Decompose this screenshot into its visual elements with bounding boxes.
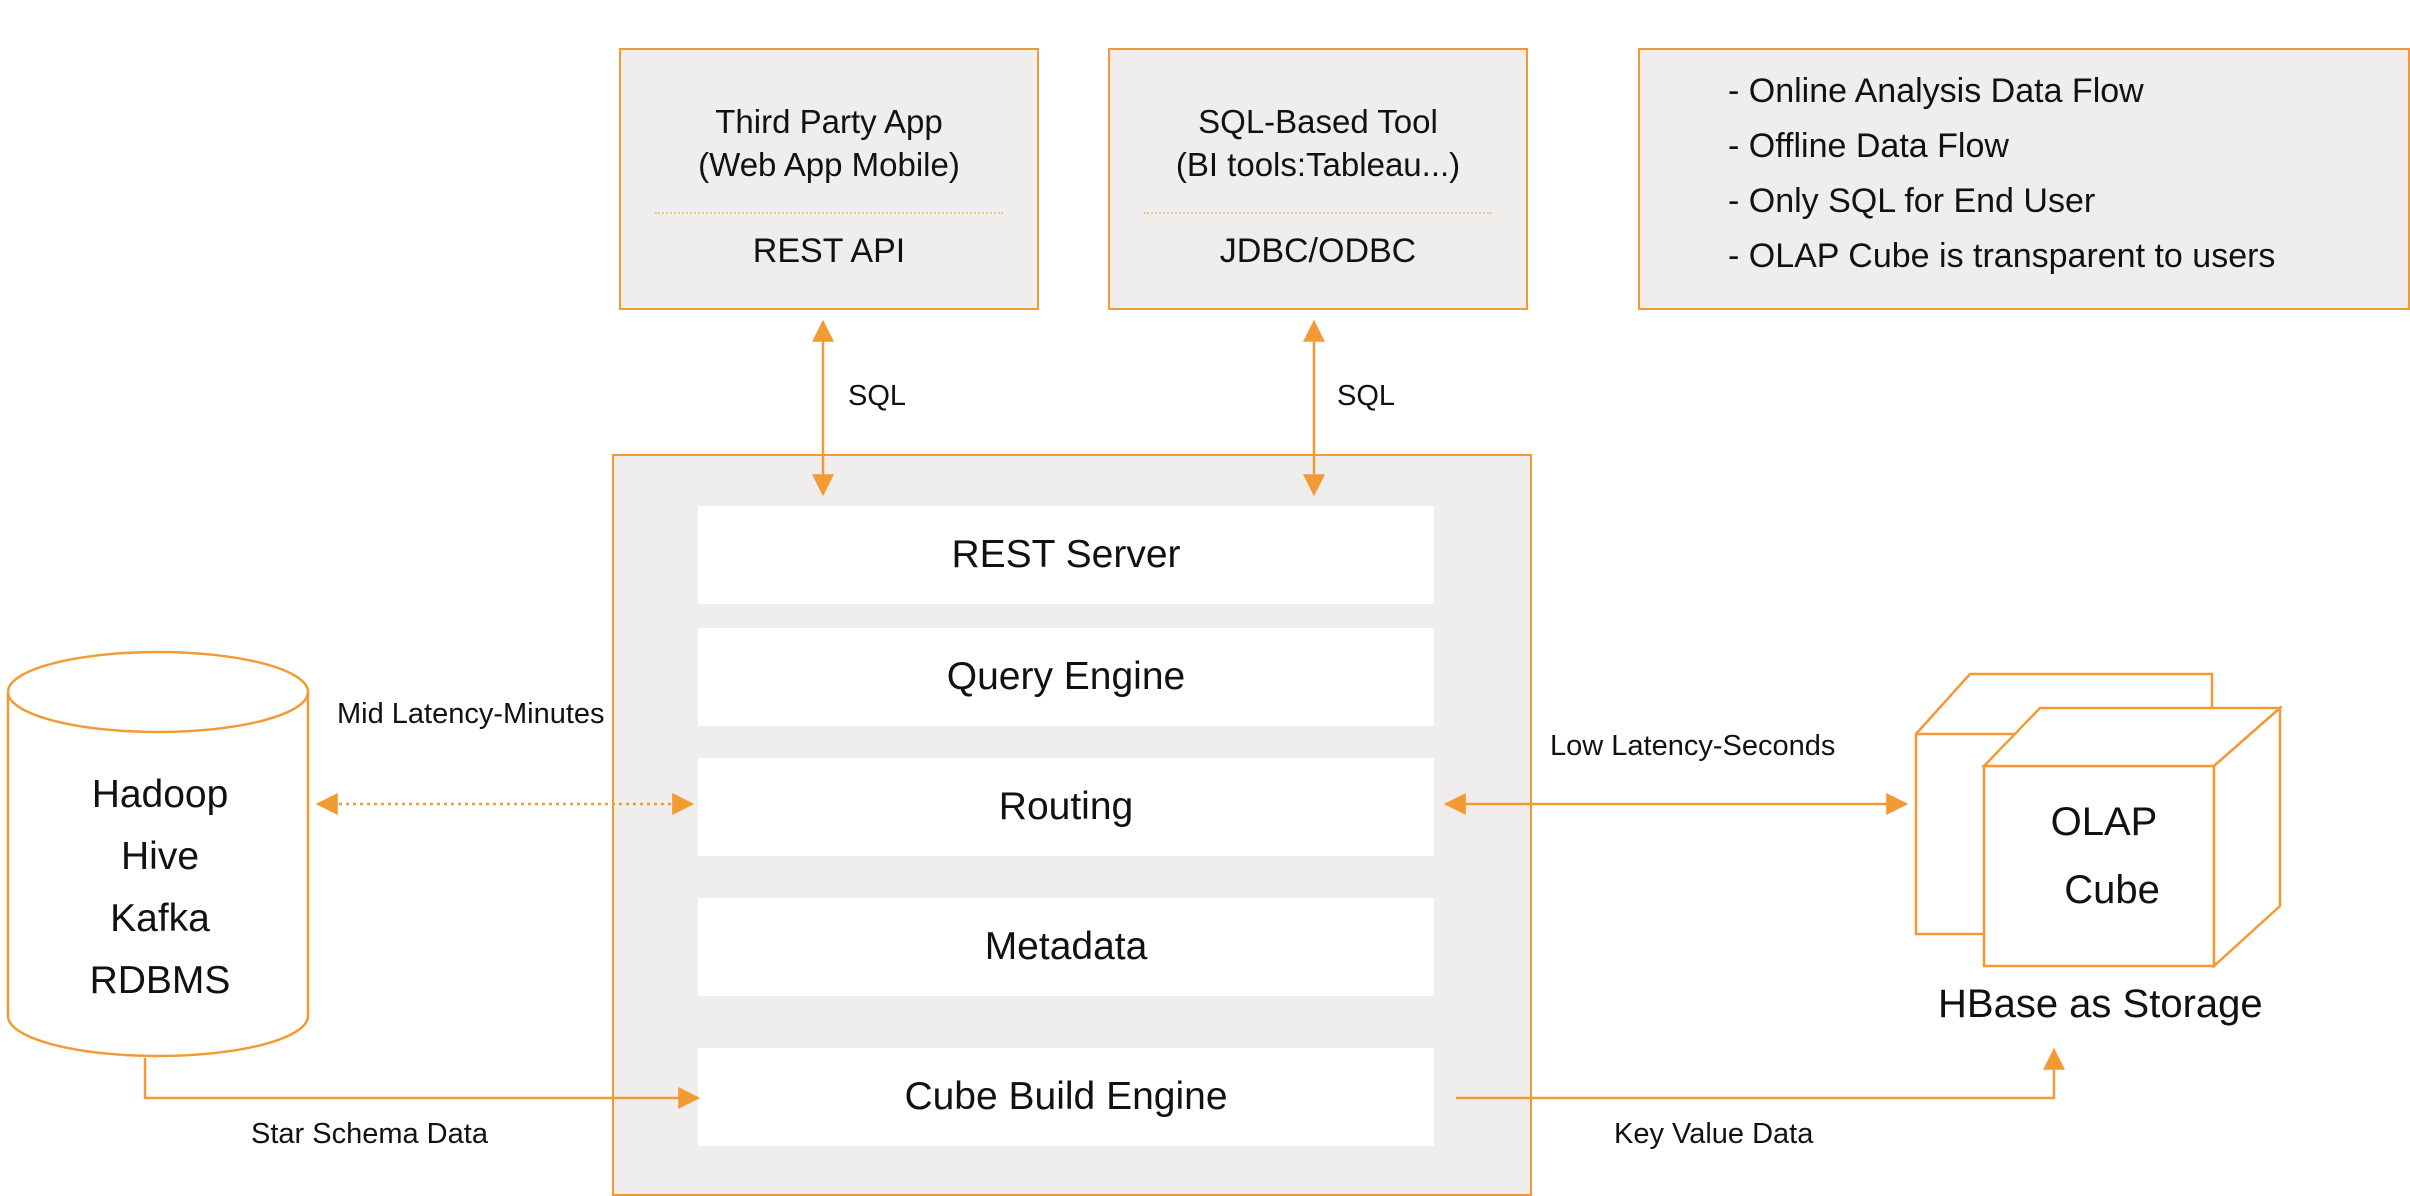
sql-based-tool-title-line1: SQL-Based Tool bbox=[1198, 103, 1438, 140]
star-schema-arrow bbox=[143, 1058, 701, 1109]
rest-api-label: REST API bbox=[752, 232, 906, 270]
low-latency-label: Low Latency-Seconds bbox=[1550, 730, 1836, 762]
key-value-label: Key Value Data bbox=[1614, 1118, 1814, 1150]
third-party-app-separator bbox=[655, 212, 1003, 214]
layer-routing: Routing bbox=[698, 758, 1434, 856]
source-hadoop: Hadoop bbox=[91, 773, 229, 816]
sql-based-tool-title: SQL-Based Tool (BI tools:Tableau...) bbox=[1110, 100, 1526, 186]
legend-box: - Online Analysis Data Flow - Offline Da… bbox=[1638, 48, 2410, 310]
sql-label-right: SQL bbox=[1337, 380, 1396, 412]
olap-cube-front bbox=[1981, 705, 2284, 969]
data-source-cylinder bbox=[6, 650, 310, 1058]
sql-label-left: SQL bbox=[848, 380, 907, 412]
legend-item-offline-flow: - Offline Data Flow bbox=[1728, 127, 2009, 165]
layer-query-engine: Query Engine bbox=[698, 628, 1434, 726]
legend-item-sql-only: - Only SQL for End User bbox=[1728, 182, 2096, 220]
third-party-app-box: Third Party App (Web App Mobile) REST AP… bbox=[619, 48, 1039, 310]
storage-caption: HBase as Storage bbox=[1938, 982, 2263, 1026]
layer-cube-build-engine: Cube Build Engine bbox=[698, 1048, 1434, 1146]
mid-latency-label: Mid Latency-Minutes bbox=[337, 698, 605, 730]
sql-based-tool-separator bbox=[1144, 212, 1492, 214]
sql-based-tool-box: SQL-Based Tool (BI tools:Tableau...) JDB… bbox=[1108, 48, 1528, 310]
source-kafka: Kafka bbox=[110, 897, 210, 940]
key-value-arrow bbox=[1456, 1047, 2065, 1100]
star-schema-label: Star Schema Data bbox=[251, 1118, 488, 1150]
third-party-app-title: Third Party App (Web App Mobile) bbox=[621, 100, 1037, 186]
sql-based-tool-title-line2: (BI tools:Tableau...) bbox=[1175, 146, 1461, 183]
third-party-app-title-line1: Third Party App bbox=[715, 103, 943, 140]
layer-rest-server: REST Server bbox=[698, 506, 1434, 604]
jdbc-odbc-label: JDBC/ODBC bbox=[1219, 232, 1417, 270]
legend-list: - Online Analysis Data Flow - Offline Da… bbox=[1728, 64, 2275, 284]
cube-label-olap: OLAP bbox=[2050, 800, 2158, 844]
source-rdbms: RDBMS bbox=[89, 959, 231, 1002]
legend-item-cube-transparent: - OLAP Cube is transparent to users bbox=[1728, 237, 2276, 275]
legend-item-online-flow: - Online Analysis Data Flow bbox=[1728, 72, 2144, 110]
layer-metadata: Metadata bbox=[698, 898, 1434, 996]
source-hive: Hive bbox=[120, 835, 200, 878]
cube-label-cube: Cube bbox=[2064, 868, 2160, 912]
third-party-app-title-line2: (Web App Mobile) bbox=[698, 146, 960, 183]
